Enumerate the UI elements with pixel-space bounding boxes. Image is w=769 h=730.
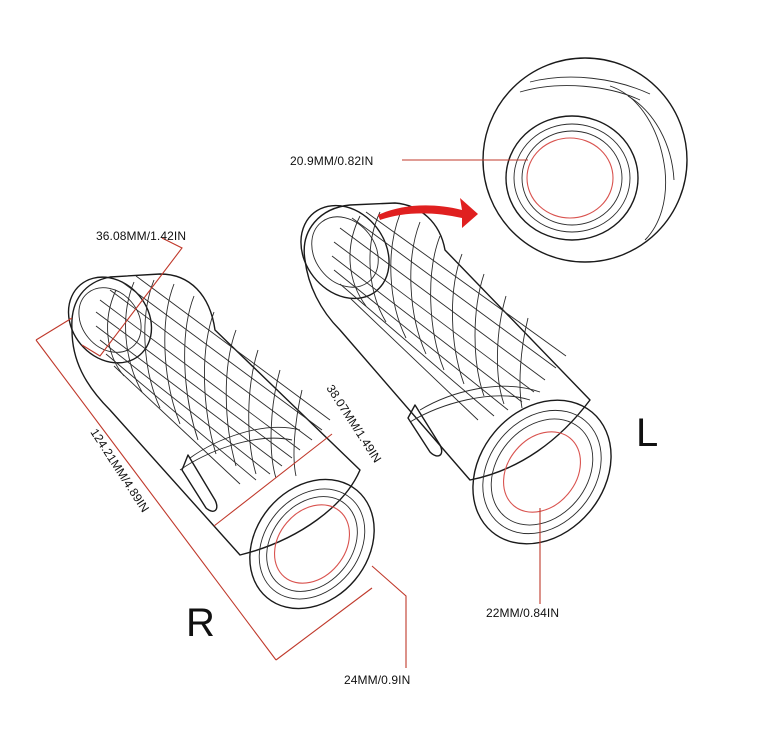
right-grip-texture bbox=[95, 275, 331, 485]
right-bore-label: 24MM/0.9IN bbox=[344, 673, 410, 687]
end-inner-diameter-label: 20.9MM/0.82IN bbox=[290, 154, 373, 168]
length-label: 124.21MM/4.89IN bbox=[87, 426, 152, 515]
body-diameter-line bbox=[213, 433, 333, 527]
end-outer-diameter-label: 36.08MM/1.42IN bbox=[96, 229, 186, 243]
left-bore-label: 22MM/0.84IN bbox=[486, 606, 559, 620]
length-tick-start bbox=[35, 317, 73, 341]
left-grip-front-face bbox=[472, 399, 612, 545]
left-grip bbox=[300, 202, 612, 545]
end-outer-diameter-bracket bbox=[81, 237, 183, 357]
right-bore-leader bbox=[371, 565, 407, 668]
detail-arrow-icon bbox=[378, 198, 478, 228]
right-side-marker: R bbox=[186, 601, 215, 645]
right-grip bbox=[67, 273, 375, 610]
left-side-marker: L bbox=[636, 411, 658, 455]
length-line bbox=[35, 339, 277, 661]
right-grip-front-face bbox=[249, 478, 375, 610]
body-diameter-label: 38.07MM/1.49IN bbox=[323, 382, 384, 465]
left-grip-texture bbox=[331, 211, 567, 421]
length-tick-end bbox=[275, 587, 373, 661]
